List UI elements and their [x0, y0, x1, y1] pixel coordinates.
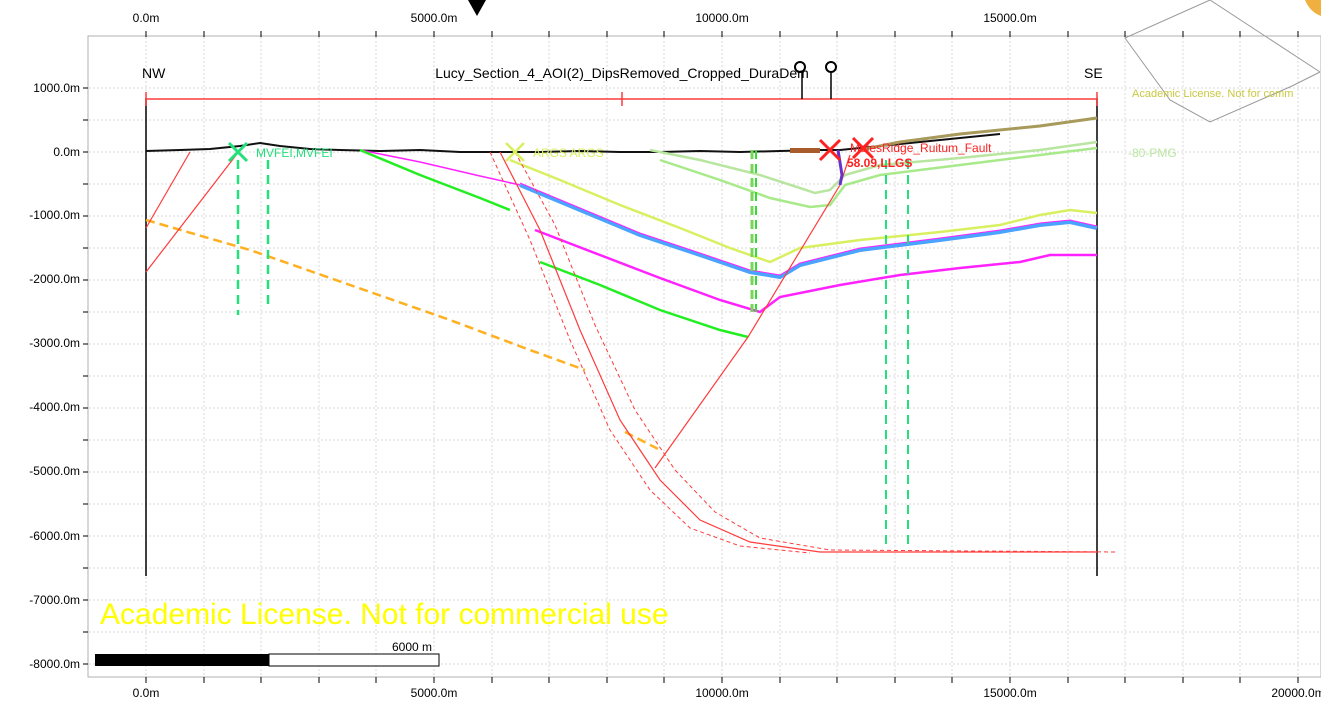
- y-tick-neg2000: -2000.0m: [29, 272, 80, 286]
- yellow-green-horizon: [509, 158, 1098, 264]
- watermark-corner: Academic License. Not for comm: [1132, 88, 1293, 100]
- light-green-horizon-lower: [659, 146, 1098, 209]
- fault-overlay-label: MolesRidge_Ruitum_Fault: [850, 141, 992, 155]
- top-tick-10000: 10000.0m: [695, 11, 748, 25]
- marker-x-fault-icon[interactable]: [818, 136, 875, 162]
- top-tick-15000: 15000.0m: [983, 11, 1036, 25]
- green-horizon-upper-segment: [359, 148, 511, 212]
- top-tick-0: 0.0m: [133, 11, 160, 25]
- main-listric-fault-dashed-upper: [514, 151, 1116, 553]
- bottom-tick-10000: 10000.0m: [695, 686, 748, 700]
- scale-bar: 6000 m: [95, 640, 440, 667]
- bottom-tick-20000: 20000.0m: [1271, 686, 1321, 700]
- well-label-args: ARGS ARGS: [533, 146, 604, 160]
- marker-x-mvfei-icon[interactable]: [227, 141, 249, 163]
- y-tick-neg1000: -1000.0m: [29, 208, 80, 222]
- blue-horizon-top-edge: [519, 182, 1098, 276]
- scale-bar-label: 6000 m: [392, 640, 432, 654]
- pin-icon[interactable]: [794, 61, 806, 73]
- tick-marks: [83, 31, 1299, 683]
- y-tick-1000: 1000.0m: [33, 81, 80, 95]
- light-green-horizon-upper: [649, 140, 1098, 195]
- magenta-horizon-lower: [534, 228, 1097, 314]
- section-title: Lucy_Section_4_AOI(2)_DipsRemoved_Croppe…: [435, 65, 809, 81]
- y-tick-neg8000: -8000.0m: [29, 657, 80, 671]
- olive-horizon: [859, 116, 1098, 152]
- overview-inset[interactable]: Academic License. Not for comm: [1124, 0, 1321, 123]
- section-handle-arrow-icon[interactable]: [468, 0, 486, 16]
- top-tick-5000: 5000.0m: [411, 11, 458, 25]
- horizon-label-pmg: -80-PMG: [1128, 146, 1177, 160]
- plot-frame: [87, 35, 1321, 678]
- section-nw-label: NW: [142, 65, 166, 81]
- fault-nw-long: [145, 149, 241, 273]
- y-tick-0: 0.0m: [53, 145, 80, 159]
- green-horizon-lower-segment: [539, 260, 749, 339]
- orange-dashed-horizon-deep: [624, 430, 661, 452]
- y-tick-neg6000: -6000.0m: [29, 529, 80, 543]
- well-label-llgs: 58.09,LLGS: [847, 156, 912, 170]
- y-tick-neg3000: -3000.0m: [29, 336, 80, 350]
- compass-icon[interactable]: [1305, 0, 1321, 16]
- y-tick-neg5000: -5000.0m: [29, 464, 80, 478]
- section-se-label: SE: [1084, 65, 1103, 81]
- top-marker-pins[interactable]: [794, 61, 837, 99]
- main-listric-fault: [499, 151, 1097, 553]
- brown-unit-marker: [790, 148, 820, 153]
- bottom-tick-15000: 15000.0m: [983, 686, 1036, 700]
- main-listric-fault-dashed-lower: [489, 151, 811, 554]
- orange-dashed-horizon: [145, 218, 586, 372]
- bottom-tick-5000: 5000.0m: [411, 686, 458, 700]
- fault-nw-short: [145, 151, 191, 229]
- y-tick-neg4000: -4000.0m: [29, 400, 80, 414]
- bottom-tick-0: 0.0m: [133, 686, 160, 700]
- well-label-mvfei: MVFEI,MVFEI: [256, 146, 333, 160]
- y-tick-neg7000: -7000.0m: [29, 593, 80, 607]
- grid-lines: [89, 37, 1320, 676]
- marker-x-args-icon[interactable]: [505, 142, 525, 162]
- magenta-horizon-upper-segment: [359, 149, 521, 186]
- watermark-main: Academic License. Not for commercial use: [100, 598, 669, 631]
- antithetic-fault: [654, 154, 851, 469]
- blue-horizon: [519, 183, 1098, 280]
